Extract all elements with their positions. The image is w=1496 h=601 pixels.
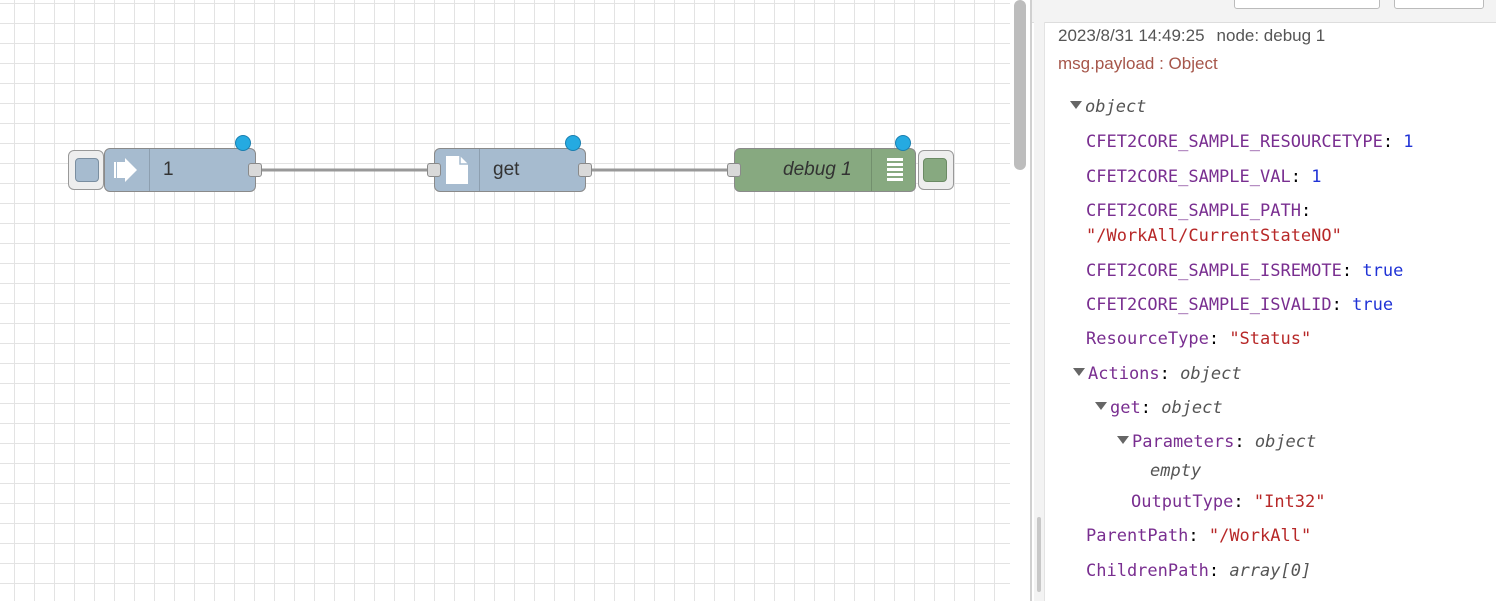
output-type-row: OutputType: "Int32"	[1131, 492, 1326, 512]
parent-path-key: ParentPath	[1086, 526, 1189, 546]
debug-toggle-button[interactable]	[918, 150, 954, 190]
debug-message-meta: 2023/8/31 14:49:25 node: debug 1	[1058, 26, 1488, 46]
payload-field-row: CFET2CORE_SAMPLE_PATH:	[1086, 201, 1311, 221]
parent-path-row: ParentPath: "/WorkAll"	[1086, 526, 1311, 546]
inject-trigger-button[interactable]	[68, 150, 104, 190]
children-path-row[interactable]: ChildrenPath: array[0]	[1086, 561, 1311, 581]
parameters-type: object	[1254, 432, 1317, 452]
get-row[interactable]: get: object	[1095, 398, 1223, 418]
payload-field-row: CFET2CORE_SAMPLE_ISREMOTE: true	[1086, 261, 1403, 281]
inject-status-dot	[235, 135, 251, 151]
field-value: 1	[1403, 132, 1414, 152]
sidebar-scroll-track	[1034, 22, 1045, 601]
children-path-type: array[0]	[1229, 561, 1312, 581]
canvas-scrollbar-thumb[interactable]	[1014, 0, 1026, 170]
parameters-empty: empty	[1150, 461, 1202, 481]
payload-field-row: CFET2CORE_SAMPLE_VAL: 1	[1086, 167, 1321, 187]
field-value: true	[1352, 295, 1394, 315]
children-path-key: ChildrenPath	[1086, 561, 1209, 581]
flow-canvas[interactable]: 1 get debug 1	[0, 0, 1010, 601]
field-value: "Status"	[1229, 329, 1312, 349]
inject-node[interactable]: 1	[104, 148, 256, 192]
payload-field-row: ResourceType: "Status"	[1086, 329, 1311, 349]
field-value: true	[1362, 261, 1404, 281]
filter-dropdown-button[interactable]	[1234, 0, 1380, 9]
field-key: CFET2CORE_SAMPLE_PATH	[1086, 201, 1301, 221]
field-sep: :	[1341, 261, 1363, 281]
canvas-vertical-scrollbar[interactable]	[1010, 0, 1032, 601]
get-sep: :	[1140, 398, 1162, 418]
flow-wires	[262, 168, 728, 172]
debug-source-node[interactable]: node: debug 1	[1216, 26, 1326, 45]
inject-node-label: 1	[163, 159, 174, 180]
debug-message: 2023/8/31 14:49:25 node: debug 1 msg.payl…	[1058, 26, 1488, 74]
actions-row[interactable]: Actions: object	[1073, 364, 1242, 384]
parameters-row[interactable]: Parameters: object	[1117, 432, 1316, 452]
expand-arrow-icon[interactable]	[1070, 101, 1082, 109]
file-node-label: get	[493, 159, 520, 180]
debug-node[interactable]: debug 1	[734, 148, 916, 192]
output-type-key: OutputType	[1131, 492, 1234, 512]
inject-icon-separator	[149, 149, 150, 191]
get-key: get	[1110, 398, 1141, 418]
payload-root-type: object	[1085, 97, 1147, 117]
field-key: CFET2CORE_SAMPLE_ISVALID	[1086, 295, 1332, 315]
payload-field-value-row: "/WorkAll/CurrentStateNO"	[1086, 226, 1342, 246]
expand-arrow-icon[interactable]	[1117, 436, 1129, 444]
field-value: "/WorkAll/CurrentStateNO"	[1086, 226, 1342, 246]
payload-field-row: CFET2CORE_SAMPLE_ISVALID: true	[1086, 295, 1393, 315]
field-sep: :	[1331, 295, 1353, 315]
inject-output-port[interactable]	[248, 163, 262, 177]
clear-messages-button[interactable]	[1394, 0, 1484, 9]
file-icon-separator	[479, 149, 480, 191]
inject-icon	[105, 149, 149, 191]
debug-sidebar: 2023/8/31 14:49:25 node: debug 1 msg.payl…	[1032, 0, 1496, 601]
get-type: object	[1161, 398, 1223, 418]
actions-sep: :	[1159, 364, 1181, 384]
actions-type: object	[1180, 364, 1242, 384]
debug-topic: msg.payload : Object	[1058, 54, 1218, 73]
file-status-dot	[565, 135, 581, 151]
debug-status-dot	[895, 135, 911, 151]
parent-path-sep: :	[1188, 526, 1209, 546]
field-key: CFET2CORE_SAMPLE_ISREMOTE	[1086, 261, 1342, 281]
payload-field-row: CFET2CORE_SAMPLE_RESOURCETYPE: 1	[1086, 132, 1414, 152]
field-key: ResourceType	[1086, 329, 1209, 349]
file-input-port[interactable]	[427, 163, 441, 177]
debug-icon-separator	[871, 149, 872, 191]
file-in-node[interactable]: get	[434, 148, 586, 192]
field-key: CFET2CORE_SAMPLE_RESOURCETYPE	[1086, 132, 1383, 152]
field-sep: :	[1300, 201, 1312, 221]
sidebar-scroll-thumb[interactable]	[1037, 517, 1041, 592]
debug-timestamp: 2023/8/31 14:49:25	[1058, 26, 1205, 45]
output-type-value: "Int32"	[1253, 492, 1326, 512]
field-sep: :	[1290, 167, 1312, 187]
parameters-sep: :	[1234, 432, 1255, 452]
expand-arrow-icon[interactable]	[1095, 402, 1107, 410]
actions-key: Actions	[1088, 364, 1160, 384]
field-value: 1	[1311, 167, 1322, 187]
sidebar-resize-handle[interactable]	[1030, 0, 1032, 601]
sidebar-toolbar	[1032, 0, 1496, 23]
field-sep: :	[1208, 329, 1230, 349]
inject-trigger-button-face	[75, 158, 99, 182]
parameters-empty-row: empty	[1150, 461, 1201, 481]
payload-tree-root-row[interactable]: object	[1070, 97, 1146, 117]
children-path-sep: :	[1208, 561, 1230, 581]
parameters-key: Parameters	[1132, 432, 1235, 452]
field-sep: :	[1382, 132, 1404, 152]
field-key: CFET2CORE_SAMPLE_VAL	[1086, 167, 1291, 187]
output-type-sep: :	[1233, 492, 1254, 512]
file-icon	[435, 149, 479, 191]
debug-list-icon	[873, 149, 917, 191]
debug-input-port[interactable]	[727, 163, 741, 177]
file-output-port[interactable]	[578, 163, 592, 177]
parent-path-value: "/WorkAll"	[1208, 526, 1312, 546]
debug-toggle-button-face	[923, 158, 947, 182]
debug-node-label: debug 1	[783, 159, 852, 180]
expand-arrow-icon[interactable]	[1073, 368, 1085, 376]
